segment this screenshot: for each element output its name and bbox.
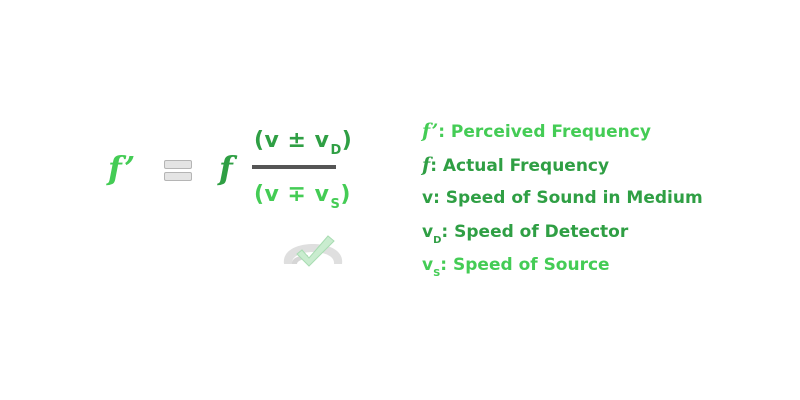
legend-symbol: v (422, 221, 434, 242)
denominator-subscript: S (330, 197, 341, 212)
denominator-close: ) (340, 182, 351, 207)
numerator-close: ) (341, 128, 353, 153)
denominator: (v ∓ vS) (254, 182, 351, 218)
legend-label: : Speed of Source (440, 255, 610, 275)
numerator-subscript: D (330, 143, 342, 158)
equals-icon (164, 160, 192, 182)
legend-item-actual-frequency: f: Actual Frequency (422, 150, 703, 184)
legend-item-speed-of-source: vS: Speed of Source (422, 250, 703, 284)
numerator: (v ± vD) (254, 128, 352, 164)
perceived-frequency-symbol: f’ (108, 149, 136, 187)
legend-label: : Actual Frequency (430, 155, 610, 176)
numerator-main: (v ± v (254, 128, 330, 153)
legend-symbol: f (422, 153, 431, 176)
legend-symbol-subscript: S (433, 268, 441, 279)
checkmark-logo-icon (278, 232, 348, 272)
legend-symbol: f’ (422, 120, 439, 142)
legend-item-speed-of-sound: v: Speed of Sound in Medium (422, 183, 703, 217)
legend-item-perceived-frequency: f’: Perceived Frequency (422, 116, 703, 150)
fraction-bar (252, 165, 336, 169)
legend-label: : Perceived Frequency (438, 122, 651, 142)
actual-frequency-symbol: f (219, 149, 233, 187)
legend-symbol: v (422, 255, 434, 275)
equals-bar-top (164, 160, 192, 169)
legend-label: : Speed of Detector (441, 221, 629, 242)
legend-label: : Speed of Sound in Medium (433, 188, 703, 208)
legend-symbol-subscript: D (433, 234, 442, 246)
equals-bar-bottom (164, 172, 192, 181)
legend-item-speed-of-detector: vD: Speed of Detector (422, 217, 703, 251)
legend: f’: Perceived Frequency f: Actual Freque… (422, 116, 703, 284)
legend-symbol: v (422, 188, 434, 208)
denominator-main: (v ∓ v (254, 182, 330, 207)
